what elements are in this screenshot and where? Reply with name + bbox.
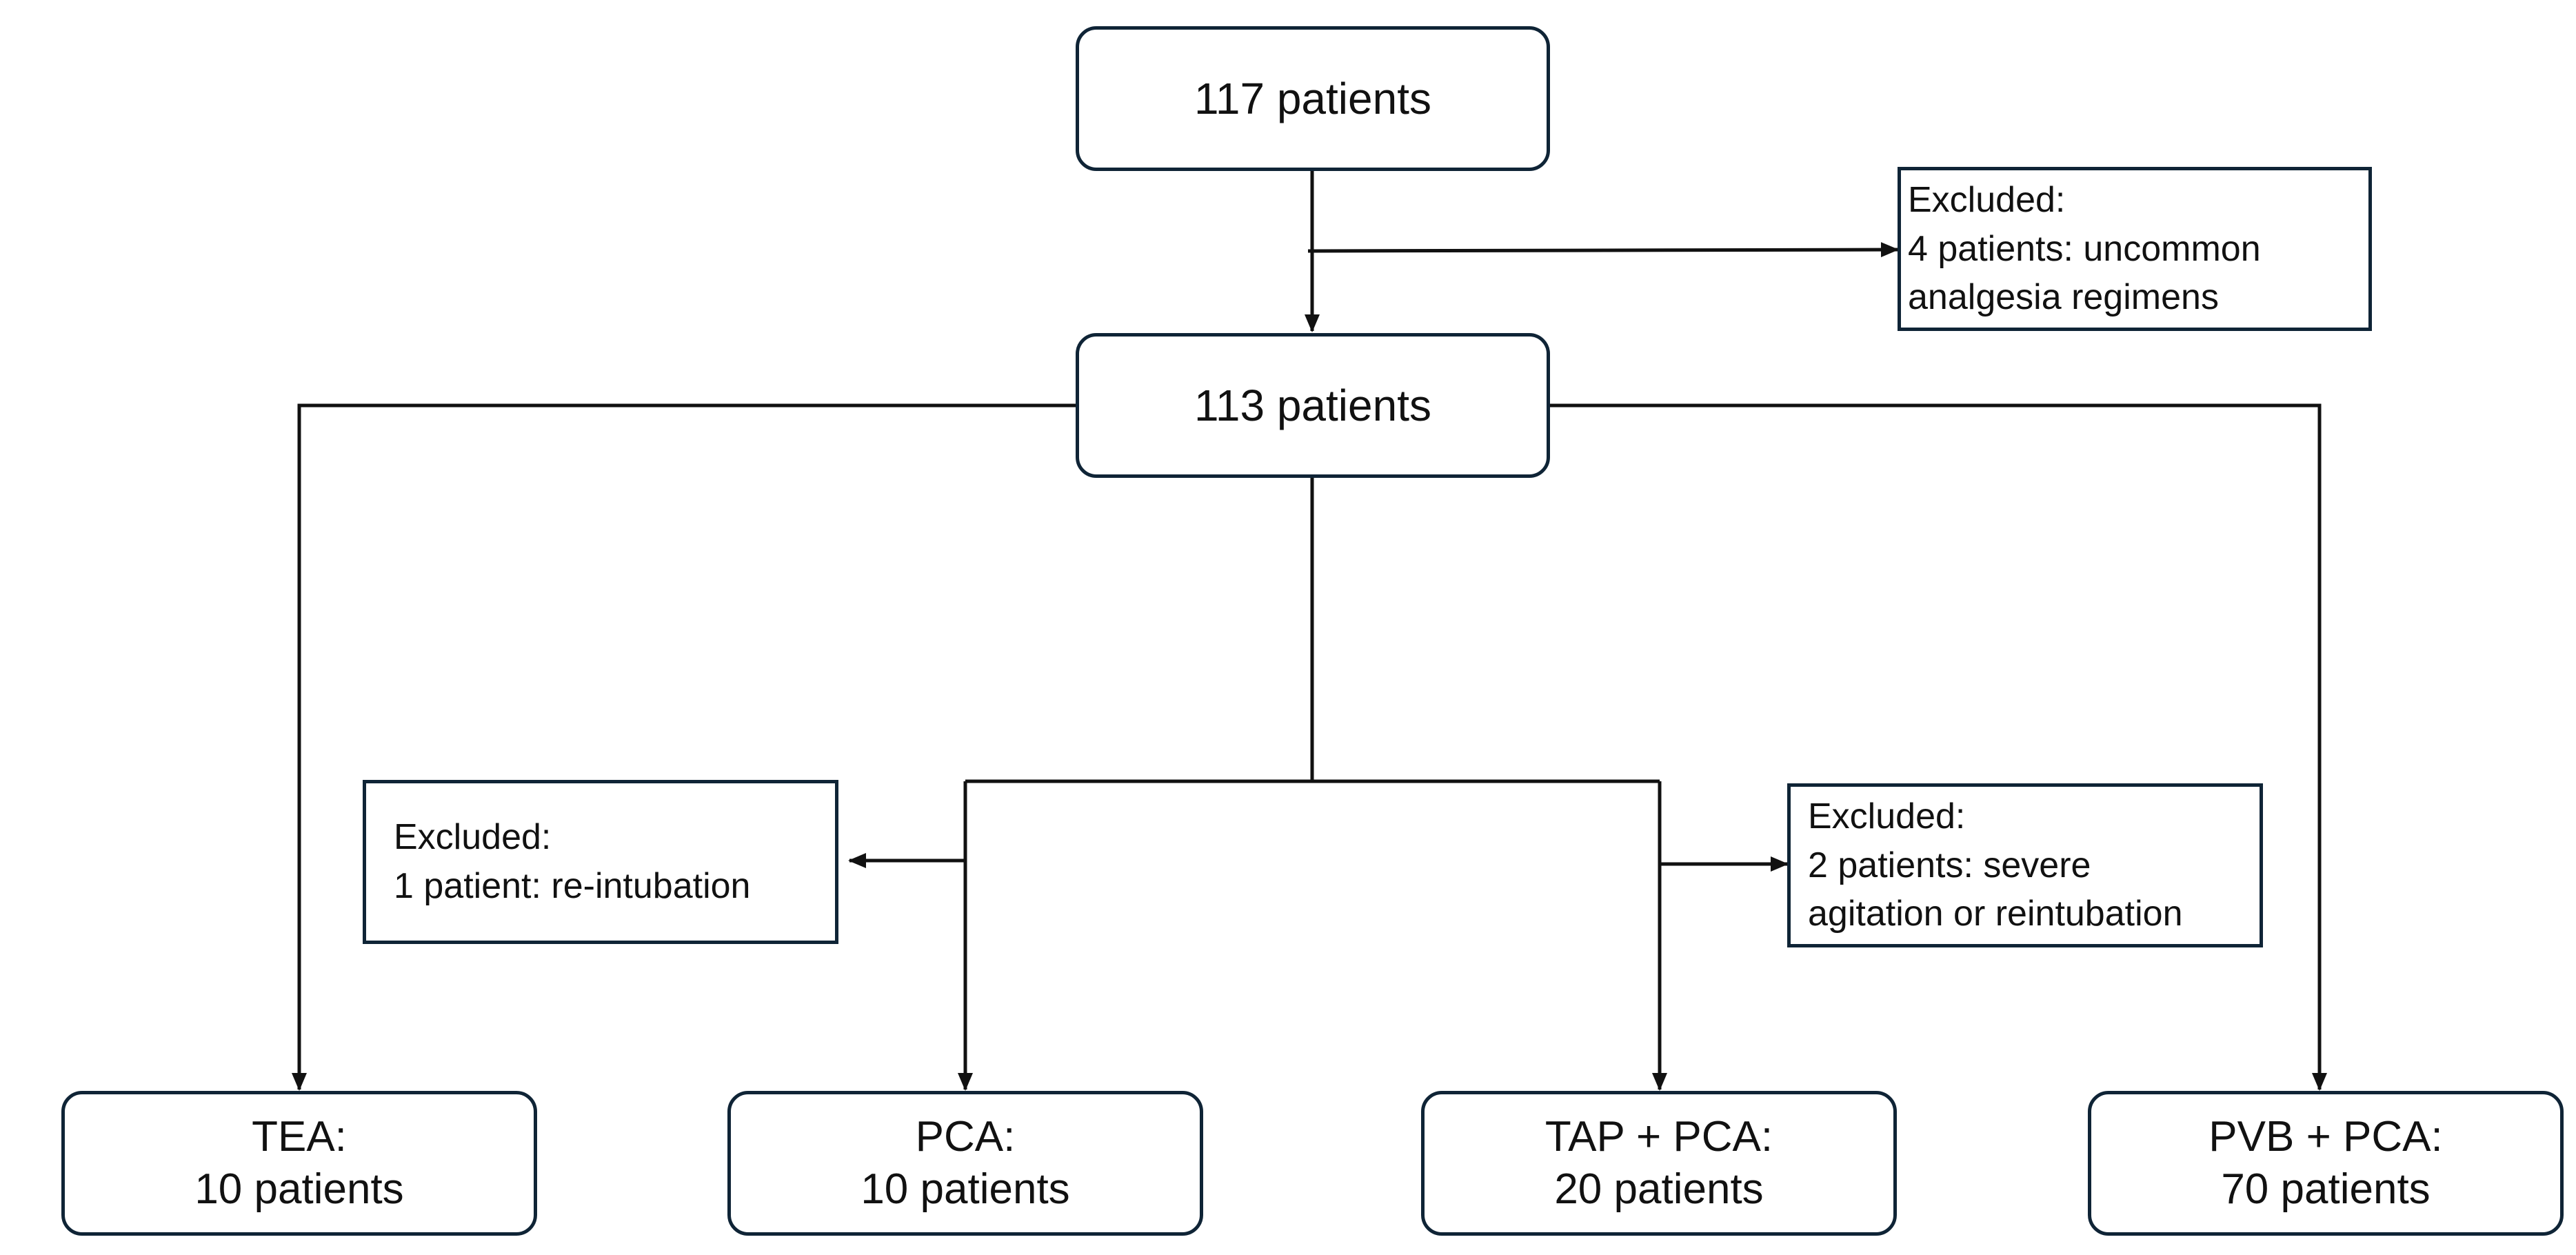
exclusion-heading: Excluded: xyxy=(1908,179,2066,220)
group-box-pvb-pca: PVB + PCA: 70 patients xyxy=(2088,1091,2564,1236)
total-patients-box: 117 patients xyxy=(1076,26,1550,171)
exclusion-box-uncommon-regimens: Excluded: 4 patients: uncommon analgesia… xyxy=(1898,167,2372,331)
included-patients-box: 113 patients xyxy=(1076,333,1550,478)
exclusion-heading: Excluded: xyxy=(1808,796,1966,836)
group-name: TEA: xyxy=(252,1113,347,1161)
group-count: 20 patients xyxy=(1554,1165,1764,1213)
exclusion-reason-line: analgesia regimens xyxy=(1908,277,2219,318)
exclusion-heading: Excluded: xyxy=(394,817,552,858)
exclusion-reason-line: 1 patient: re-intubation xyxy=(394,866,751,906)
included-patients-label: 113 patients xyxy=(1194,380,1431,430)
group-name: PCA: xyxy=(915,1113,1016,1161)
exclusion-box-pca: Excluded: 1 patient: re-intubation xyxy=(363,780,838,944)
group-count: 10 patients xyxy=(194,1165,404,1213)
total-patients-label: 117 patients xyxy=(1194,73,1431,123)
exclusion-box-tap: Excluded: 2 patients: severe agitation o… xyxy=(1787,783,2263,947)
exclusion-reason-line: 2 patients: severe xyxy=(1808,845,2091,885)
group-count: 70 patients xyxy=(2221,1165,2431,1213)
group-name: TAP + PCA: xyxy=(1544,1113,1773,1161)
group-box-tap-pca: TAP + PCA: 20 patients xyxy=(1421,1091,1897,1236)
arrow-to-pvb xyxy=(1549,403,2327,1091)
group-count: 10 patients xyxy=(861,1165,1070,1213)
exclusion-reason-line: 4 patients: uncommon xyxy=(1908,228,2261,269)
arrow-to-top-exclusion xyxy=(1307,242,1899,258)
group-box-tea: TEA: 10 patients xyxy=(61,1091,537,1236)
arrow-to-tea xyxy=(292,403,1076,1091)
exclusion-reason-line: agitation or reintubation xyxy=(1808,894,2183,934)
group-box-pca: PCA: 10 patients xyxy=(727,1091,1203,1236)
group-name: PVB + PCA: xyxy=(2208,1113,2443,1161)
